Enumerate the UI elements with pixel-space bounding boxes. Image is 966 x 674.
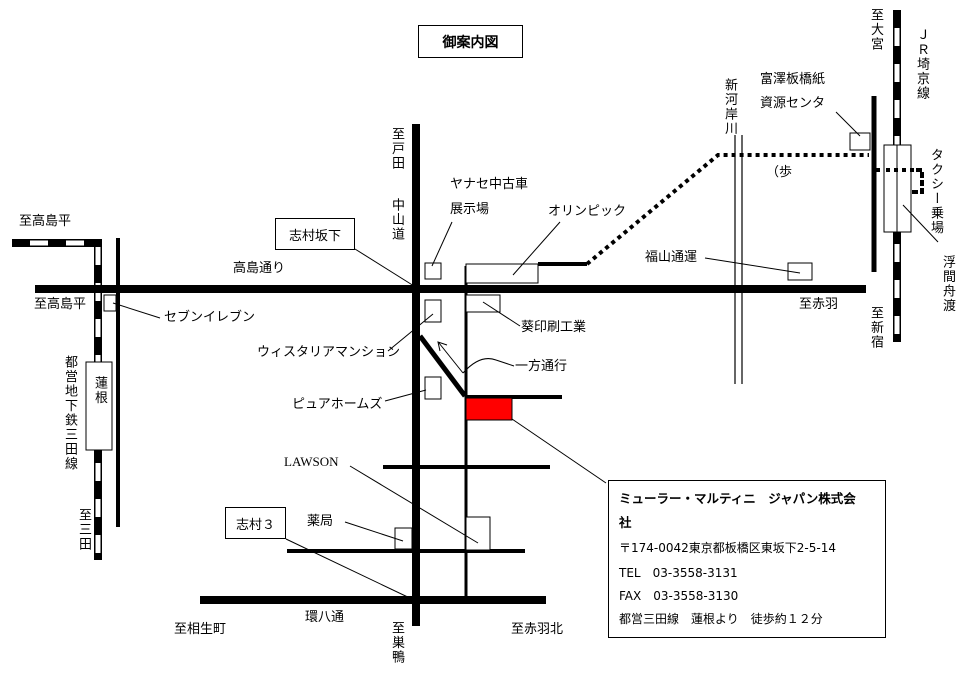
road-label-takashima-dori: 高島通り — [233, 261, 286, 276]
intersection-shimura-sakashita: 志村坂下 — [275, 218, 355, 250]
building-seven-eleven — [103, 294, 117, 312]
hasune-station-box — [85, 361, 113, 451]
company-name-line2: 社 — [619, 515, 632, 530]
landmark-yanase-line2: 展示場 — [450, 202, 490, 217]
building-yanase — [424, 262, 442, 280]
building-tomizawa — [849, 132, 871, 151]
leader-pure-homes — [384, 389, 427, 402]
leader-shimura-3 — [285, 538, 415, 601]
label-taxi-stand: タクシー乗場 — [928, 148, 943, 235]
leader-pharmacy — [344, 521, 404, 542]
direction-akabane: 至赤羽 — [799, 297, 839, 312]
leader-fukuyama — [704, 257, 801, 274]
landmark-seven-eleven: セブンイレブン — [164, 310, 256, 325]
one-way-street — [418, 334, 467, 398]
building-pharmacy — [394, 527, 413, 550]
direction-omiya: 至大宮 — [868, 8, 883, 52]
landmark-pure-homes: ピュアホームズ — [292, 397, 383, 412]
company-tel: TEL 03-3558-3131 — [619, 566, 738, 580]
company-info-box: ミューラー・マルティニ ジャパン株式会 社 〒174-0042東京都板橋区東坂下… — [608, 480, 886, 638]
direction-sugamo: 至巣鴨 — [389, 621, 404, 665]
railway-label-saikyo: ＪＲ埼京線 — [914, 28, 929, 101]
leader-aoi — [482, 301, 521, 327]
company-address: 〒174-0042東京都板橋区東坂下2-5-14 — [619, 541, 836, 555]
leader-seven-eleven — [112, 302, 161, 319]
leader-ukimafunado — [902, 204, 939, 243]
company-name-line1: ミューラー・マルティニ ジャパン株式会 — [619, 491, 856, 506]
leader-olympic — [512, 221, 561, 276]
landmark-lawson: LAWSON — [284, 454, 339, 469]
target-building — [465, 397, 513, 421]
landmark-fukuyama-tsuun: 福山通運 — [645, 250, 698, 265]
building-olympic — [465, 263, 539, 284]
direction-toda: 至戸田 — [389, 127, 404, 171]
direction-shinjuku: 至新宿 — [868, 306, 883, 350]
taxi-loop — [886, 168, 924, 194]
company-fax: FAX 03-3558-3130 — [619, 589, 739, 603]
direction-takashimadaira-upper: 至高島平 — [19, 214, 72, 229]
building-wisteria — [424, 299, 442, 323]
walking-route — [585, 153, 869, 266]
leader-tomizawa — [835, 111, 861, 137]
mita-line-rail-dashes — [12, 239, 102, 560]
railway-label-mita: 都営地下鉄三田線 — [62, 355, 77, 471]
intersection-shimura-3: 志村３ — [225, 507, 286, 539]
landmark-pharmacy: 薬局 — [307, 514, 334, 529]
landmark-yanase-line1: ヤナセ中古車 — [450, 177, 529, 192]
landmark-tomizawa-line1: 富澤板橋紙 — [760, 72, 826, 87]
landmark-aoi-printing: 葵印刷工業 — [521, 320, 587, 335]
landmark-tomizawa-line2: 資源センタ — [760, 96, 826, 111]
walk-note: （歩 — [766, 165, 793, 180]
leader-yanase — [431, 221, 453, 267]
one-way-arrow-shaft — [438, 342, 464, 374]
building-pure-homes — [424, 376, 442, 400]
direction-takashimadaira-lower: 至高島平 — [34, 297, 87, 312]
company-access: 都営三田線 蓮根より 徒歩約１２分 — [619, 612, 823, 626]
leader-shimura-sakashita — [354, 248, 415, 287]
road-label-nakasendo: 中山道 — [389, 198, 404, 242]
landmark-olympic: オリンピック — [548, 204, 627, 219]
station-label-hasune: 蓮根 — [92, 376, 107, 405]
leader-lawson — [349, 465, 479, 544]
leader-company — [511, 418, 607, 484]
leader-wisteria — [387, 313, 434, 352]
river-label: 新河岸川 — [722, 78, 737, 136]
leader-one-way — [462, 358, 515, 374]
direction-akabanekita: 至赤羽北 — [511, 622, 564, 637]
direction-mita: 至三田 — [76, 508, 91, 552]
station-label-ukimafunado: 浮間舟渡 — [940, 255, 955, 313]
road-label-kanpachi: 環八通 — [305, 610, 345, 625]
label-one-way: 一方通行 — [515, 359, 568, 374]
direction-aioicho: 至相生町 — [174, 622, 227, 637]
one-way-arrow-head — [437, 341, 448, 352]
map-title: 御案内図 — [418, 25, 523, 58]
landmark-wisteria-mansion: ウィスタリアマンション — [257, 345, 401, 360]
building-lawson — [465, 516, 491, 551]
